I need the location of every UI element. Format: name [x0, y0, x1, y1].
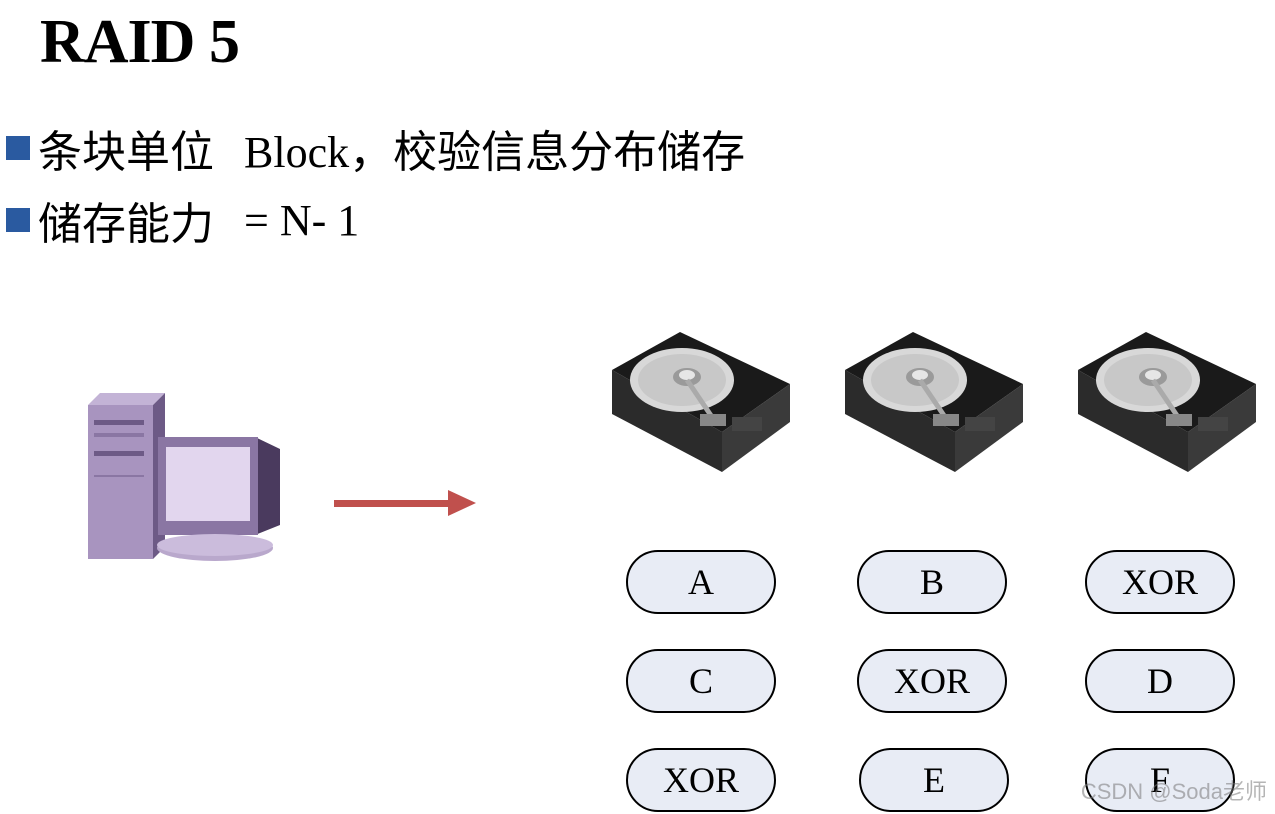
stripe-block: B: [857, 550, 1007, 614]
right-arrow-icon: [334, 490, 476, 516]
stripe-block: D: [1085, 649, 1235, 713]
bullet-value: = N- 1: [244, 195, 360, 245]
hard-disk-icon: [612, 332, 790, 472]
bullet-stripe-unit: 条块单位 Block，校验信息分布储存: [6, 118, 745, 178]
stripe-block: C: [626, 649, 776, 713]
stripe-block: A: [626, 550, 776, 614]
parity-block: XOR: [626, 748, 776, 812]
hard-disk-icon: [1078, 332, 1256, 472]
stripe-block: E: [859, 748, 1009, 812]
bullet-capacity: 储存能力 = N- 1: [6, 190, 359, 250]
bullet-value: Block，校验信息分布储存: [244, 128, 746, 177]
bullet-label: 条块单位: [38, 128, 214, 177]
bullet-square-icon: [6, 136, 30, 160]
parity-block: XOR: [857, 649, 1007, 713]
stripe-block: F: [1085, 748, 1235, 812]
page-title: RAID 5: [40, 8, 240, 76]
parity-block: XOR: [1085, 550, 1235, 614]
watermark: CSDN @Soda老师: [1080, 779, 1267, 804]
hard-disk-icon: [845, 332, 1023, 472]
bullet-label: 储存能力: [38, 200, 214, 249]
computer-icon: [88, 393, 280, 561]
bullet-square-icon: [6, 208, 30, 232]
